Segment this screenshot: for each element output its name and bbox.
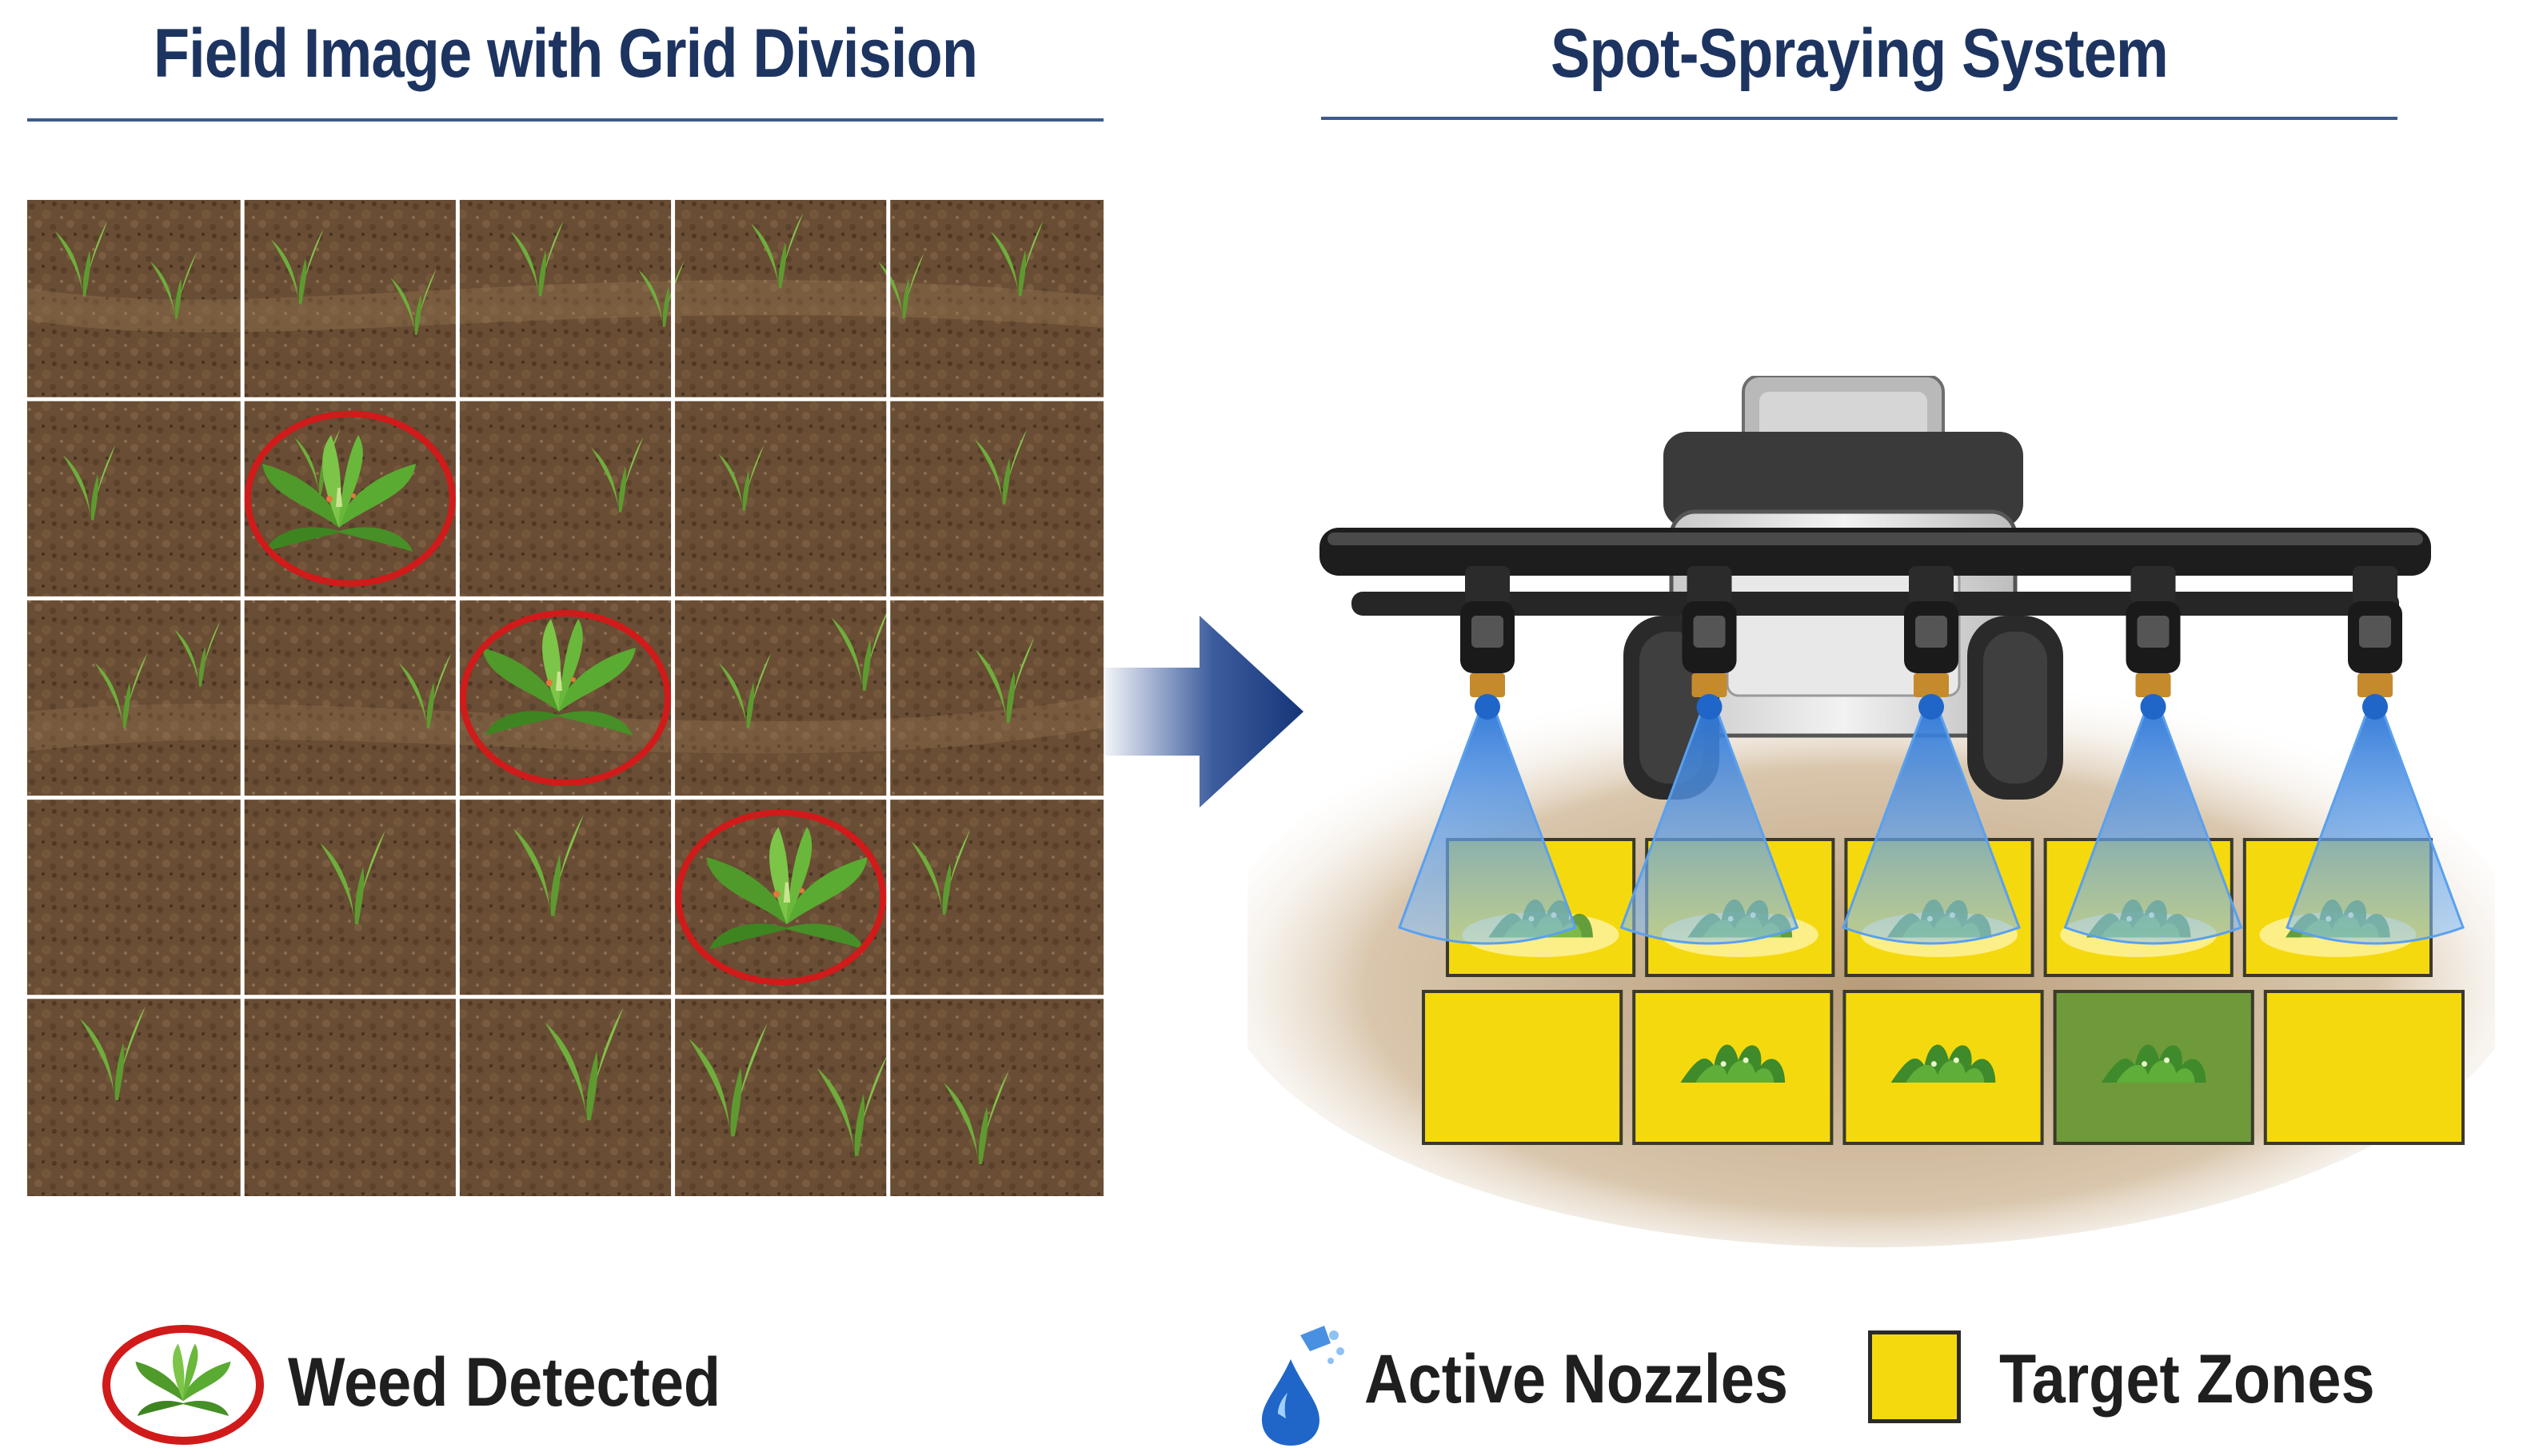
droplet-icon: [1262, 1326, 1344, 1446]
weed-detected-icon: [102, 1325, 264, 1445]
legend-target-zones-label: Target Zones: [1999, 1341, 2375, 1418]
spot-spraying-rig: [1248, 376, 2495, 1247]
spray-nozzle: [2126, 566, 2181, 720]
weed-detection-ring: [244, 410, 456, 587]
spray-nozzle: [1904, 566, 1958, 720]
target-zone-cell: [1422, 990, 1623, 1145]
target-zone-cell: [2263, 990, 2465, 1145]
spray-cone: [1842, 710, 2021, 945]
weed-detection-ring: [460, 610, 671, 786]
legend-weed-label: Weed Detected: [288, 1344, 721, 1421]
spray-nozzles: [1460, 566, 2402, 720]
title-underline-right: [1321, 117, 2397, 120]
target-zone-swatch: [1868, 1330, 1961, 1423]
title-underline-left: [27, 118, 1104, 122]
grid-lines: [27, 200, 1104, 1196]
legend-active-nozzles-label: Active Nozzles: [1364, 1341, 1788, 1418]
spray-cones: [1398, 710, 2465, 945]
spray-nozzle: [1460, 566, 1515, 720]
field-grid-image: [27, 200, 1104, 1196]
weed-detection-ring: [675, 809, 887, 986]
spray-cone: [1398, 710, 1577, 945]
field-image-title: Field Image with Grid Division: [153, 15, 978, 92]
spray-nozzle: [2348, 566, 2402, 720]
weed-detection-rings: [244, 410, 887, 986]
spot-spraying-title: Spot-Spraying System: [1551, 15, 2169, 92]
spray-cone: [2063, 710, 2243, 945]
spray-nozzle: [1682, 566, 1737, 720]
flow-arrow: [1104, 616, 1303, 808]
spray-cone: [2286, 710, 2465, 945]
spray-cone: [1619, 710, 1799, 945]
